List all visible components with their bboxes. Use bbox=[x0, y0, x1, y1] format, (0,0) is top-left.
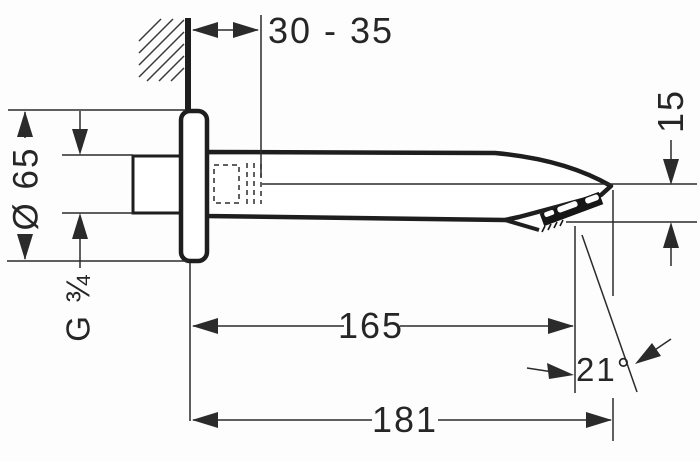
dim-wall-distance bbox=[192, 15, 262, 177]
dim-connection-thread bbox=[62, 111, 133, 268]
dim-spout-drop bbox=[262, 140, 697, 266]
supply-pipe bbox=[131, 154, 185, 215]
wall-hatching bbox=[138, 18, 185, 82]
dim-length-165 bbox=[189, 226, 576, 421]
dim-label-wall-distance: 30 - 35 bbox=[267, 10, 395, 51]
hidden-connector-dashed bbox=[213, 163, 262, 205]
spout-body bbox=[203, 149, 614, 223]
dim-label-escutcheon-diameter: Ø 65 bbox=[6, 146, 46, 231]
dim-label-outlet-angle: 21° bbox=[576, 351, 632, 388]
aerator-outlet bbox=[504, 191, 604, 233]
dim-label-spout-drop: 15 bbox=[650, 88, 691, 134]
dim-length-181 bbox=[192, 190, 614, 441]
dim-outlet-angle bbox=[526, 234, 672, 393]
escutcheon-plate bbox=[178, 108, 210, 264]
dim-escutcheon-diameter bbox=[7, 109, 189, 262]
dim-label-connection-thread: G ¾ bbox=[59, 273, 97, 342]
dim-label-length-165: 165 bbox=[337, 305, 405, 346]
dim-label-length-181: 181 bbox=[371, 399, 439, 440]
